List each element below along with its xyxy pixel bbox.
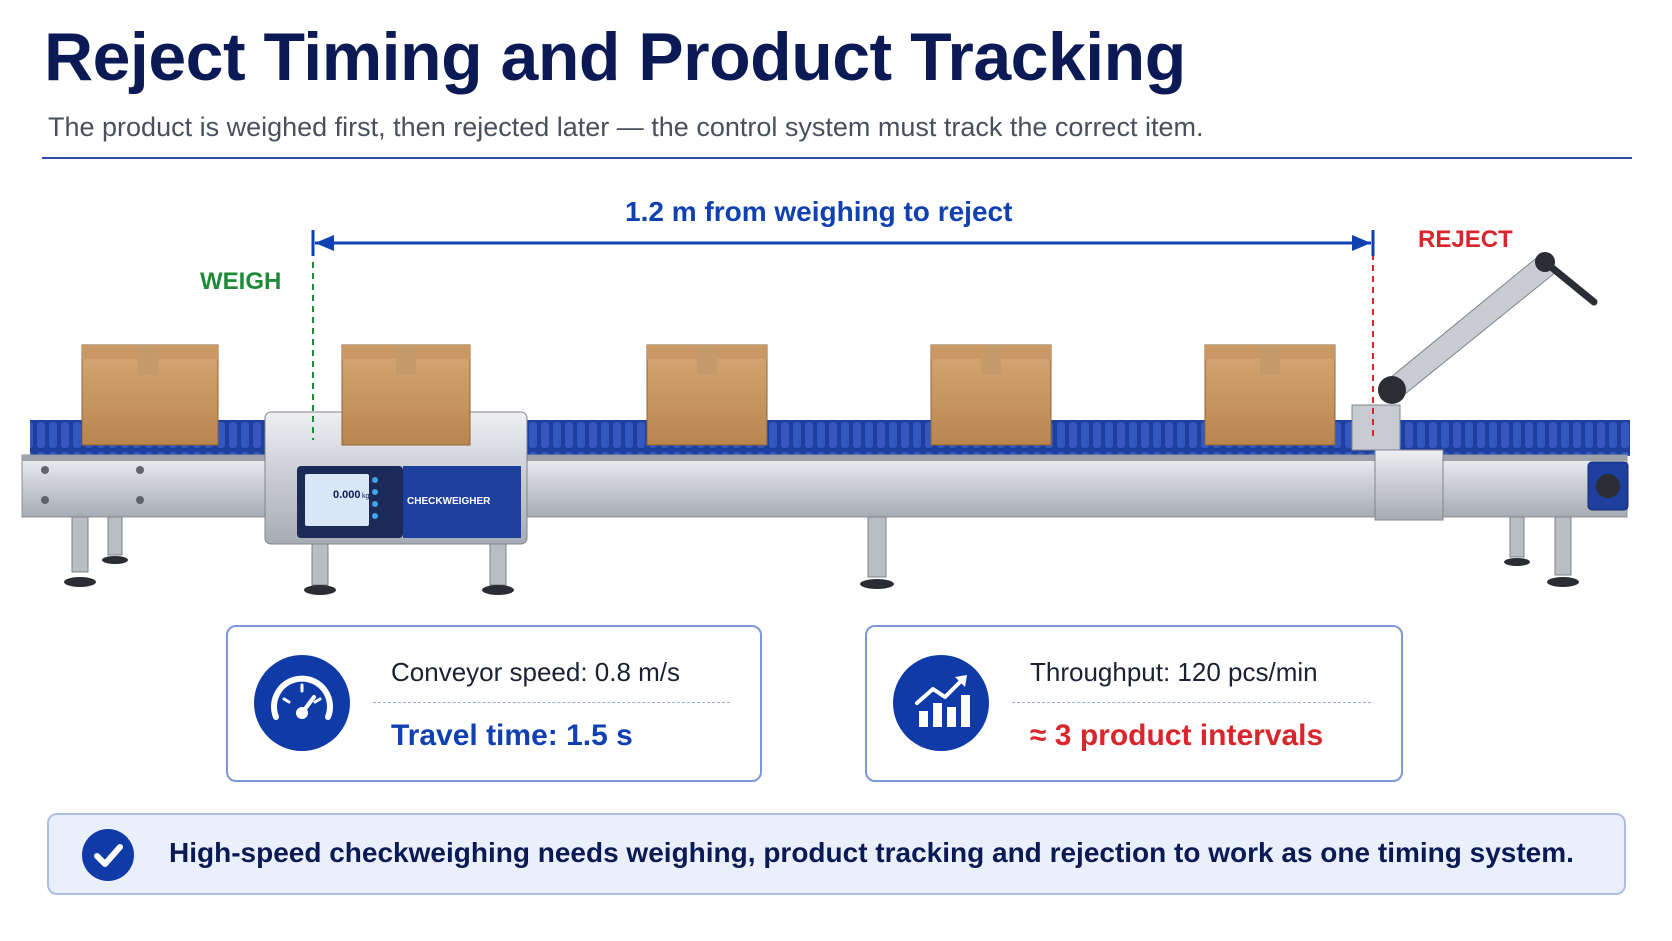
page-title: Reject Timing and Product Tracking: [44, 19, 1186, 95]
product-intervals-text: ≈ 3 product intervals: [1030, 719, 1324, 752]
page-subtitle: The product is weighed first, then rejec…: [48, 112, 1204, 142]
conveyor-speed-text: Conveyor speed: 0.8 m/s: [391, 657, 681, 687]
reject-pusher: [1351, 252, 1598, 521]
checkweigher-screen-value: 0.000: [333, 489, 361, 501]
weigh-label: WEIGH: [200, 268, 282, 295]
check-icon: [82, 829, 134, 881]
product-boxes: [81, 344, 1336, 446]
checkweigher-screen-unit: kg: [362, 493, 370, 500]
distance-label: 1.2 m from weighing to reject: [625, 196, 1013, 227]
throughput-card: Throughput: 120 pcs/min ≈ 3 product inte…: [865, 625, 1403, 782]
summary-text: High-speed checkweighing needs weighing,…: [169, 837, 1574, 868]
conveyor-diagram: CHECKWEIGHER 0.000 kg: [21, 230, 1630, 595]
summary-banner: High-speed checkweighing needs weighing,…: [47, 813, 1626, 895]
checkweigher-label: CHECKWEIGHER: [407, 496, 491, 507]
product-box: [930, 344, 1052, 446]
product-box: [646, 344, 768, 446]
speedometer-icon: [254, 655, 350, 751]
travel-time-text: Travel time: 1.5 s: [391, 719, 633, 752]
conveyor-speed-card: Conveyor speed: 0.8 m/s Travel time: 1.5…: [226, 625, 762, 782]
product-box: [1204, 344, 1336, 446]
distance-arrow: [311, 230, 1375, 256]
card-divider: [1012, 702, 1371, 703]
growth-chart-icon: [893, 655, 989, 751]
header-divider: [42, 157, 1632, 159]
product-box: [341, 344, 471, 446]
product-box: [81, 344, 219, 446]
throughput-text: Throughput: 120 pcs/min: [1030, 657, 1318, 687]
reject-label: REJECT: [1418, 226, 1513, 253]
card-divider: [373, 702, 730, 703]
checkweigher-unit: CHECKWEIGHER 0.000 kg: [264, 411, 528, 545]
